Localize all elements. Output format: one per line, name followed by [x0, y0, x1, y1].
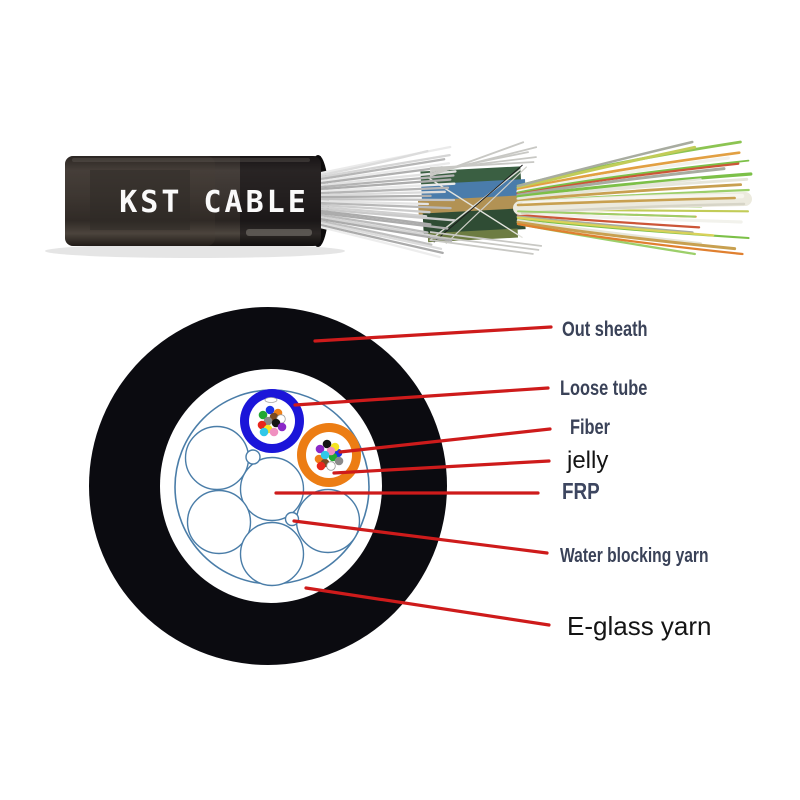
leader-e-glass-yarn	[304, 586, 551, 627]
leader-loose-tube	[293, 386, 550, 407]
label-frp: FRP	[562, 478, 600, 504]
label-fiber: Fiber	[570, 416, 611, 439]
cable-shadow	[45, 244, 345, 258]
leader-water-blocking-yarn	[292, 519, 549, 555]
label-loose-tube: Loose tube	[560, 377, 648, 400]
label-jelly: jelly	[567, 447, 609, 474]
leader-lines	[274, 325, 553, 627]
leader-jelly	[332, 459, 551, 475]
brand-label: KST CABLE	[119, 185, 309, 220]
label-e-glass-yarn: E-glass yarn	[567, 611, 712, 641]
cable-jacket	[65, 156, 321, 246]
loose-tube-blue	[240, 389, 304, 453]
colored-fiber-overlay	[516, 140, 750, 256]
label-water-blocking-yarn: Water blocking yarn	[560, 545, 709, 567]
label-out-sheath: Out sheath	[562, 318, 648, 341]
cable-photo: KST CABLE	[45, 140, 753, 259]
fiber-dots-blue-tube	[257, 405, 287, 437]
fiber-dots-orange-tube	[314, 439, 344, 471]
gray-yarn-fan	[310, 141, 542, 259]
loose-tube-orange	[297, 423, 361, 487]
leader-out-sheath	[313, 325, 553, 343]
cross-section-diagram	[89, 307, 553, 665]
leader-fiber	[338, 427, 552, 454]
filler-rod-circles	[184, 425, 361, 587]
